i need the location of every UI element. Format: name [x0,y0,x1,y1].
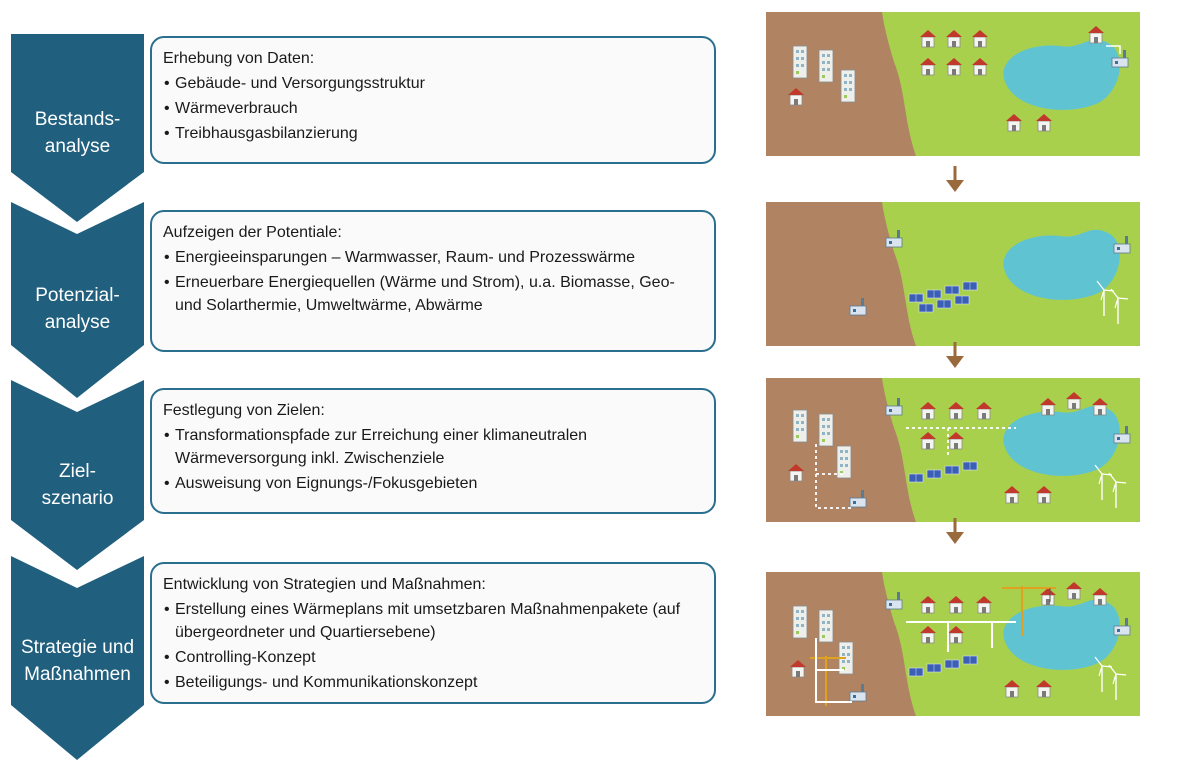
solar-panel-icon [962,655,978,665]
lake [1003,229,1120,300]
solar-panel-icon [954,295,970,305]
solar-panel-icon [918,303,934,313]
list-item: Ausweisung von Eignungs-/Fokusgebieten [163,472,704,495]
stage-1-card: Erhebung von Daten: Gebäude- und Versorg… [150,36,716,164]
scene-strategie [766,572,1140,716]
arrow-down-icon [946,518,964,544]
building-icon [792,45,808,79]
stage-1-list: Gebäude- und Versorgungsstruktur Wärmeve… [163,72,704,145]
scene-ziel [766,378,1140,522]
chevron-stage-3 [11,380,144,570]
stage-1-label: Bestands- analyse [34,109,121,157]
scene-bestand [766,12,1140,156]
building-icon [818,49,834,83]
solar-panel-icon [944,285,960,295]
building-icon [836,445,852,479]
chevron-stage-1 [11,34,144,222]
crane-icon [1002,586,1056,636]
building-icon [792,605,808,639]
solar-panel-icon [936,299,952,309]
solar-panel-icon [962,281,978,291]
list-item: Treibhausgasbilanzierung [163,122,704,145]
solar-panel-icon [962,461,978,471]
solar-panel-icon [908,293,924,303]
solar-panel-icon [926,469,942,479]
stage-4-list: Erstellung eines Wärmeplans mit umsetzba… [163,598,704,694]
arrow-down-icon [946,166,964,192]
solar-panel-icon [908,473,924,483]
stage-1-title: Erhebung von Daten: [163,50,315,67]
list-item: Controlling-Konzept [163,646,704,669]
list-item: Energieeinsparungen – Warmwasser, Raum- … [163,246,704,269]
list-item: Gebäude- und Versorgungsstruktur [163,72,704,95]
stage-2-label: Potenzial- analyse [35,285,120,333]
list-item: Erstellung eines Wärmeplans mit umsetzba… [163,598,704,644]
list-item: Beteiligungs- und Kommunikationskonzept [163,671,704,694]
list-item: Erneuerbare Energiequellen (Wärme und St… [163,271,704,317]
stage-4-label: Strategie und Maßnahmen [20,637,135,685]
heat-network-line [815,621,1016,703]
stage-4-card: Entwicklung von Strategien und Maßnahmen… [150,562,716,704]
solar-panel-icon [926,289,942,299]
lake [1003,405,1120,476]
building-icon [792,409,808,443]
chevron-stage-2 [11,202,144,398]
stage-2-title: Aufzeigen der Potentiale: [163,224,342,241]
list-item: Transformationspfade zur Erreichung eine… [163,424,704,470]
stage-3-label: Ziel- szenario [41,461,114,509]
list-item: Wärmeverbrauch [163,97,704,120]
solar-panel-icon [926,663,942,673]
connection-line [1106,45,1121,54]
planned-network-line [815,427,1016,509]
arrow-down-icon [946,342,964,368]
stage-3-card: Festlegung von Zielen: Transformationspf… [150,388,716,514]
solar-panel-icon [944,465,960,475]
solar-panel-icon [908,667,924,677]
building-icon [840,69,856,103]
lake [1003,39,1120,110]
scene-potenzial [766,202,1140,346]
solar-panel-icon [944,659,960,669]
chevron-stage-4 [11,556,144,760]
stage-3-list: Transformationspfade zur Erreichung eine… [163,424,704,495]
building-icon [818,609,834,643]
stage-2-list: Energieeinsparungen – Warmwasser, Raum- … [163,246,704,317]
chevron-column [11,34,144,760]
stage-2-card: Aufzeigen der Potentiale: Energieeinspar… [150,210,716,352]
building-icon [818,413,834,447]
lake [1003,599,1120,670]
stage-3-title: Festlegung von Zielen: [163,402,325,419]
stage-4-title: Entwicklung von Strategien und Maßnahmen… [163,576,486,593]
